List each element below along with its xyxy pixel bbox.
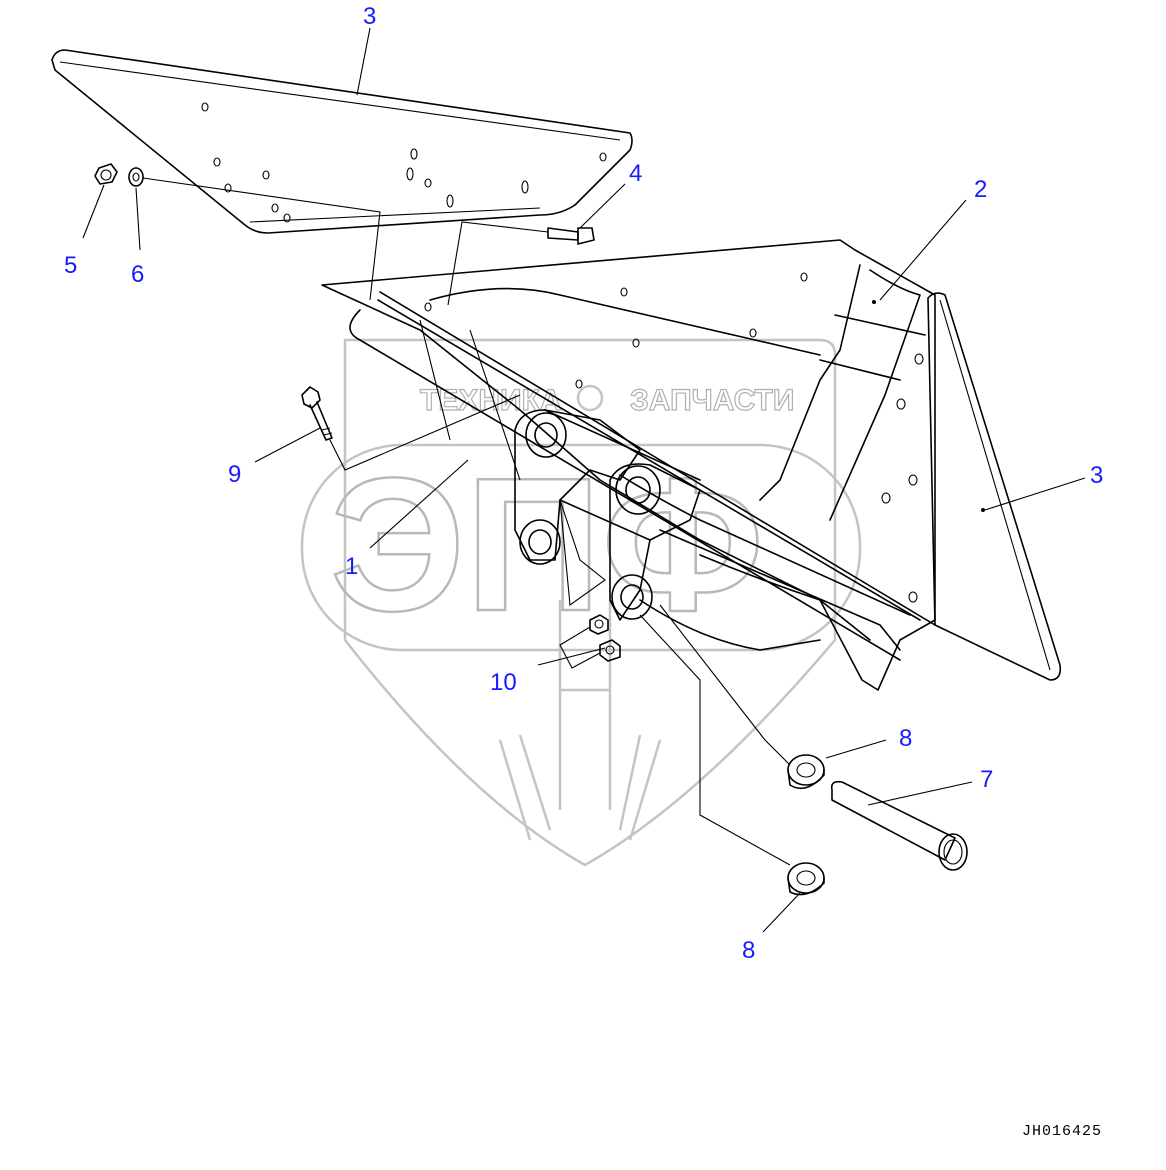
leader-bolt — [447, 221, 549, 306]
plate-holes — [201, 102, 607, 223]
callout-2: 2 — [974, 176, 987, 203]
part-2-marker — [872, 300, 876, 304]
leader-nuts — [559, 626, 601, 669]
pivot-pin-icon — [830, 780, 968, 871]
pivot-boss — [519, 412, 661, 620]
watermark-top-text-right: ЗАПЧАСТИ — [630, 384, 794, 417]
callout-leaders — [82, 27, 1086, 933]
callout-10: 10 — [490, 669, 517, 696]
watermark-letters: ЭПФ — [330, 439, 764, 651]
callout-1: 1 — [345, 553, 358, 580]
side-cover-plate — [927, 292, 1062, 681]
leader-washer-upper — [659, 604, 791, 766]
bolt-icon — [547, 227, 595, 245]
callout-9: 9 — [228, 461, 241, 488]
callout-8-lower: 8 — [742, 937, 755, 964]
callout-3-right: 3 — [1090, 462, 1103, 489]
frame-holes — [424, 272, 924, 603]
top-cover-plate — [51, 49, 633, 234]
callout-7: 7 — [980, 766, 993, 793]
callout-3-top: 3 — [363, 3, 376, 30]
callout-4: 4 — [629, 160, 642, 187]
lock-nut-icon — [589, 614, 621, 662]
spacer-washer-icon — [787, 754, 825, 790]
lift-arm — [514, 409, 701, 621]
leader-washer-lower — [639, 614, 791, 866]
leader-nut-bracket — [559, 499, 606, 607]
leader-long-bolt — [329, 394, 521, 471]
nut-icon — [94, 163, 118, 185]
callout-6: 6 — [131, 261, 144, 288]
leader-washer — [142, 177, 381, 301]
callout-5: 5 — [64, 252, 77, 279]
washer-icon — [128, 167, 144, 187]
long-bolt-icon — [301, 386, 333, 441]
callout-8-upper: 8 — [899, 725, 912, 752]
drawing-reference: JH016425 — [1022, 1123, 1102, 1140]
spacer-washer-lower-icon — [787, 862, 825, 896]
watermark-logo: ТЕХНИКА ЗАПЧАСТИ ЭПФ — [300, 338, 862, 867]
